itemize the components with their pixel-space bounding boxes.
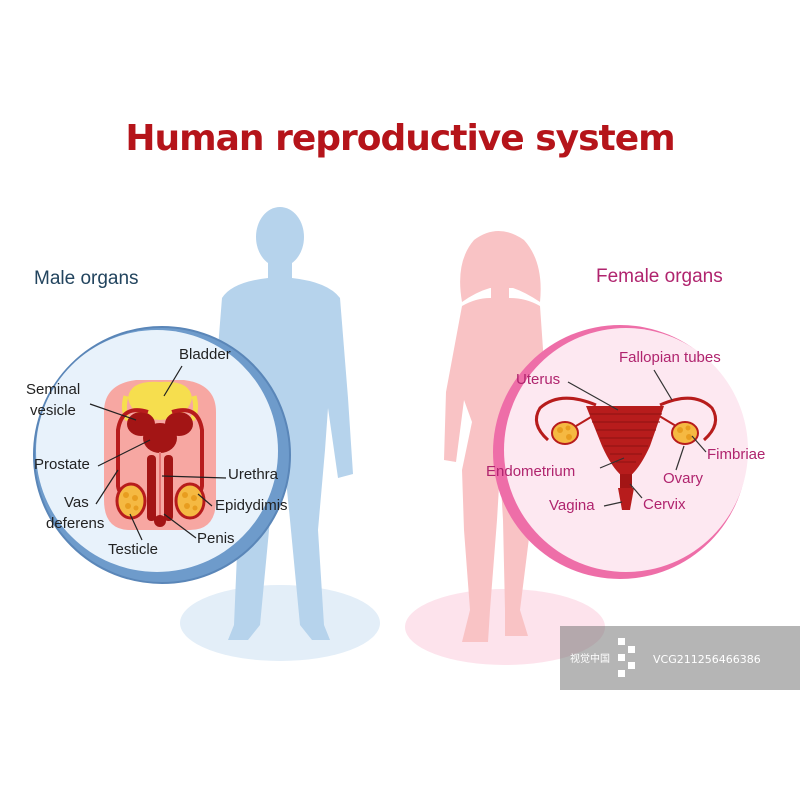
male-organ-illustration [104, 380, 216, 530]
glans [154, 515, 166, 527]
vagina-shape [618, 488, 634, 510]
ovary-left [551, 421, 579, 445]
label-vas-deferens-line2: deferens [46, 515, 105, 532]
label-fallopian-tubes: Fallopian tubes [619, 349, 721, 366]
male-floor-shadow [180, 585, 380, 661]
penis-shaft-right [164, 455, 173, 521]
label-prostate: Prostate [34, 456, 90, 473]
uterus-shape [586, 406, 664, 476]
label-testicle: Testicle [108, 541, 159, 558]
prostate-shape [143, 423, 177, 453]
label-penis: Penis [197, 530, 235, 547]
ovary-right [671, 421, 699, 445]
male-leader-lines [89, 365, 227, 541]
watermark-logo-icon: 视觉中国 [570, 638, 635, 677]
watermark: 视觉中国 VCG211256466386 [560, 626, 800, 690]
label-seminal-vesicle-line2: vesicle [30, 402, 76, 419]
label-vagina: Vagina [549, 497, 595, 514]
testicle-left [115, 482, 147, 520]
label-seminal-vesicle-line1: Seminal [26, 381, 81, 398]
diagram-title: Human reproductive system [125, 118, 675, 159]
female-organ-illustration [534, 396, 718, 510]
label-ovary: Ovary [663, 470, 704, 487]
label-bladder: Bladder [179, 346, 231, 363]
testicle-right [174, 482, 206, 520]
label-urethra: Urethra [228, 466, 279, 483]
fallopian-tube-left [534, 396, 597, 442]
cervix-shape [620, 474, 632, 490]
fallopian-tube-right [659, 396, 718, 442]
label-cervix: Cervix [643, 496, 686, 513]
watermark-code: VCG211256466386 [653, 653, 761, 666]
female-organs-heading: Female organs [596, 266, 723, 287]
svg-text:视觉中国: 视觉中国 [570, 652, 610, 665]
female-leader-lines [567, 369, 707, 507]
label-fimbriae: Fimbriae [707, 446, 766, 463]
penis-shaft-left [147, 455, 156, 521]
label-endometrium: Endometrium [486, 463, 576, 480]
male-organs-heading: Male organs [34, 268, 139, 289]
label-uterus: Uterus [516, 371, 561, 388]
label-epididymis: Epidydimis [215, 497, 288, 514]
label-vas-deferens-line1: Vas [64, 494, 89, 511]
